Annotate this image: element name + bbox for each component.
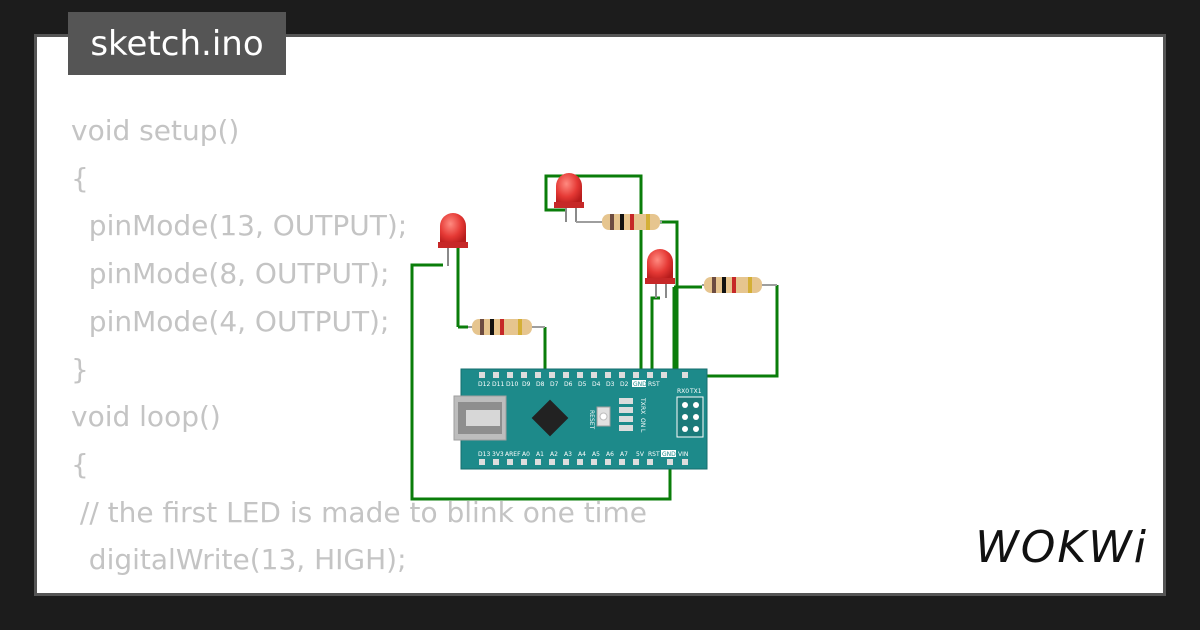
pin-label: D5 — [578, 381, 587, 388]
reset-label: RESET — [588, 410, 595, 430]
wire[interactable] — [544, 174, 643, 378]
code-line: void loop() — [71, 400, 221, 434]
microcontroller-chip — [531, 399, 569, 437]
bottom-pin-labels: D13 3V3 AREF A0 A1 A2 A3 A4 A5 A6 A7 5V … — [478, 450, 688, 458]
pin-label: D12 — [478, 381, 490, 388]
led-label: ON — [639, 418, 646, 427]
code-line: { — [71, 447, 89, 481]
wire[interactable] — [690, 285, 779, 378]
code-line: pinMode(13, OUTPUT); — [71, 209, 408, 243]
top-pin-labels: D12 D11 D10 D9 D8 D7 D6 D5 D4 D3 D2 GND … — [478, 380, 702, 395]
wire[interactable] — [410, 263, 672, 501]
led-component[interactable] — [645, 249, 675, 298]
code-line: { — [71, 161, 89, 195]
code-line: // the first LED is made to blink one ti… — [71, 495, 647, 529]
pin-label: D10 — [506, 381, 518, 388]
wire[interactable] — [658, 220, 679, 378]
code-line: pinMode(4, OUTPUT); — [71, 304, 390, 338]
pin-label: 3V3 — [492, 451, 504, 458]
pin-label: D2 — [620, 381, 629, 388]
pin-label: AREF — [505, 451, 521, 458]
led-label: L — [639, 429, 646, 433]
led-label: RX — [639, 406, 646, 414]
pin-label: D6 — [564, 381, 573, 388]
pin-label: D8 — [536, 381, 545, 388]
preview-card: void setup() { pinMode(13, OUTPUT); pinM… — [34, 34, 1166, 596]
code-line: } — [71, 352, 89, 386]
pin-label: D13 — [478, 451, 490, 458]
pin-label: A4 — [578, 451, 586, 458]
code-line: pinMode(8, OUTPUT); — [71, 257, 390, 291]
pin-label: A3 — [564, 451, 572, 458]
resistor-component[interactable] — [674, 277, 777, 293]
pin-label: D7 — [550, 381, 559, 388]
pin-label: D3 — [606, 381, 615, 388]
bottom-pin-header — [479, 459, 688, 465]
status-leds — [619, 398, 633, 431]
resistor-component[interactable] — [468, 319, 545, 335]
resistor-component[interactable] — [600, 214, 662, 230]
pin-label: A7 — [620, 451, 628, 458]
wire[interactable] — [650, 296, 660, 378]
led-component[interactable] — [554, 173, 600, 223]
pin-label: A5 — [592, 451, 600, 458]
led-label: TX — [639, 397, 646, 406]
pin-label: RST — [648, 381, 660, 388]
arduino-nano-board[interactable]: D12 D11 D10 D9 D8 D7 D6 D5 D4 D3 D2 GND … — [453, 368, 708, 470]
code-line: void setup() — [71, 114, 240, 147]
wokwi-logo: WOKWi — [975, 522, 1148, 573]
pin-label: A2 — [550, 451, 558, 458]
code-editor: void setup() { pinMode(13, OUTPUT); pinM… — [71, 107, 647, 584]
pin-label: GND — [633, 381, 647, 388]
pin-label: D11 — [492, 381, 504, 388]
led-component[interactable] — [438, 213, 468, 329]
pin-label: D4 — [592, 381, 601, 388]
file-tab[interactable]: sketch.ino — [68, 12, 286, 75]
top-pin-header — [479, 372, 688, 378]
pin-label: GND — [662, 451, 676, 458]
pin-label: VIN — [678, 451, 688, 458]
icsp-header — [676, 396, 704, 438]
code-line: digitalWrite(13, HIGH); — [71, 543, 407, 577]
pin-label: 5V — [636, 451, 645, 458]
pin-label: A1 — [536, 451, 544, 458]
pin-label: RX0 — [677, 388, 689, 395]
usb-connector — [453, 395, 507, 441]
pin-label: TX1 — [689, 388, 702, 395]
pin-label: RST — [648, 451, 660, 458]
pin-label: A0 — [522, 451, 530, 458]
pin-label: D9 — [522, 381, 531, 388]
reset-button[interactable] — [596, 406, 611, 427]
pin-label: A6 — [606, 451, 614, 458]
